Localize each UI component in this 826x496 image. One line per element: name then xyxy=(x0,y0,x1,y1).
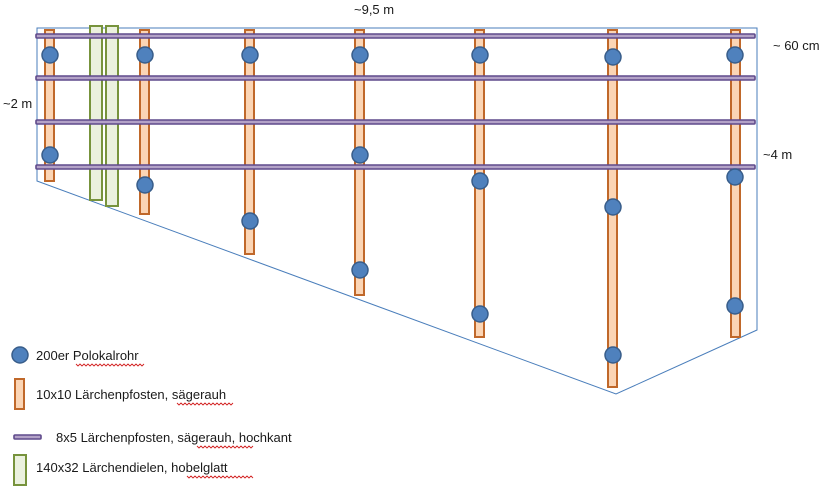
legend-plank-icon xyxy=(13,454,27,486)
posts xyxy=(44,29,741,388)
pipes xyxy=(41,46,744,364)
pipe xyxy=(604,346,622,364)
legend-post8-icon xyxy=(13,434,42,440)
pipe xyxy=(41,146,59,164)
pipe xyxy=(471,172,489,190)
terrace-outline xyxy=(36,27,758,395)
legend: 200er Polokalrohr 10x10 Lärchenpfosten, … xyxy=(11,346,292,486)
pipe xyxy=(726,297,744,315)
planks xyxy=(89,25,119,207)
pipe xyxy=(351,46,369,64)
pipe xyxy=(241,212,259,230)
left-height-label: ~2 m xyxy=(3,96,32,111)
pipe xyxy=(136,46,154,64)
legend-post10-label: 10x10 Lärchenpfosten, sägerauh xyxy=(36,387,226,402)
rail xyxy=(35,75,756,81)
pipe xyxy=(604,198,622,216)
rail xyxy=(35,164,756,170)
width-label: ~9,5 m xyxy=(354,2,394,17)
legend-pipe-icon xyxy=(11,346,29,364)
plank xyxy=(89,25,103,201)
spellcheck-underline xyxy=(75,363,145,367)
spacing-label: ~ 60 cm xyxy=(773,38,820,53)
post xyxy=(44,29,55,182)
pipe xyxy=(471,46,489,64)
pipe xyxy=(136,176,154,194)
legend-post10-icon xyxy=(14,378,25,410)
pipe xyxy=(726,46,744,64)
post xyxy=(244,29,255,255)
rail xyxy=(35,33,756,39)
plank xyxy=(105,25,119,207)
legend-post8-label: 8x5 Lärchenpfosten, sägerauh, hochkant xyxy=(56,430,292,445)
spellcheck-underline xyxy=(186,475,254,479)
pipe xyxy=(351,146,369,164)
legend-plank-label: 140x32 Lärchendielen, hobelglatt xyxy=(36,460,228,475)
spellcheck-underline xyxy=(196,445,254,449)
pipe xyxy=(726,168,744,186)
legend-pipe-label: 200er Polokalrohr xyxy=(36,348,139,363)
right-height-label: ~4 m xyxy=(763,147,792,162)
spellcheck-underline xyxy=(176,402,234,406)
rails xyxy=(35,33,756,170)
rail xyxy=(35,119,756,125)
pipe xyxy=(241,46,259,64)
pipe xyxy=(471,305,489,323)
pipe xyxy=(351,261,369,279)
pipe xyxy=(604,48,622,66)
pipe xyxy=(41,46,59,64)
